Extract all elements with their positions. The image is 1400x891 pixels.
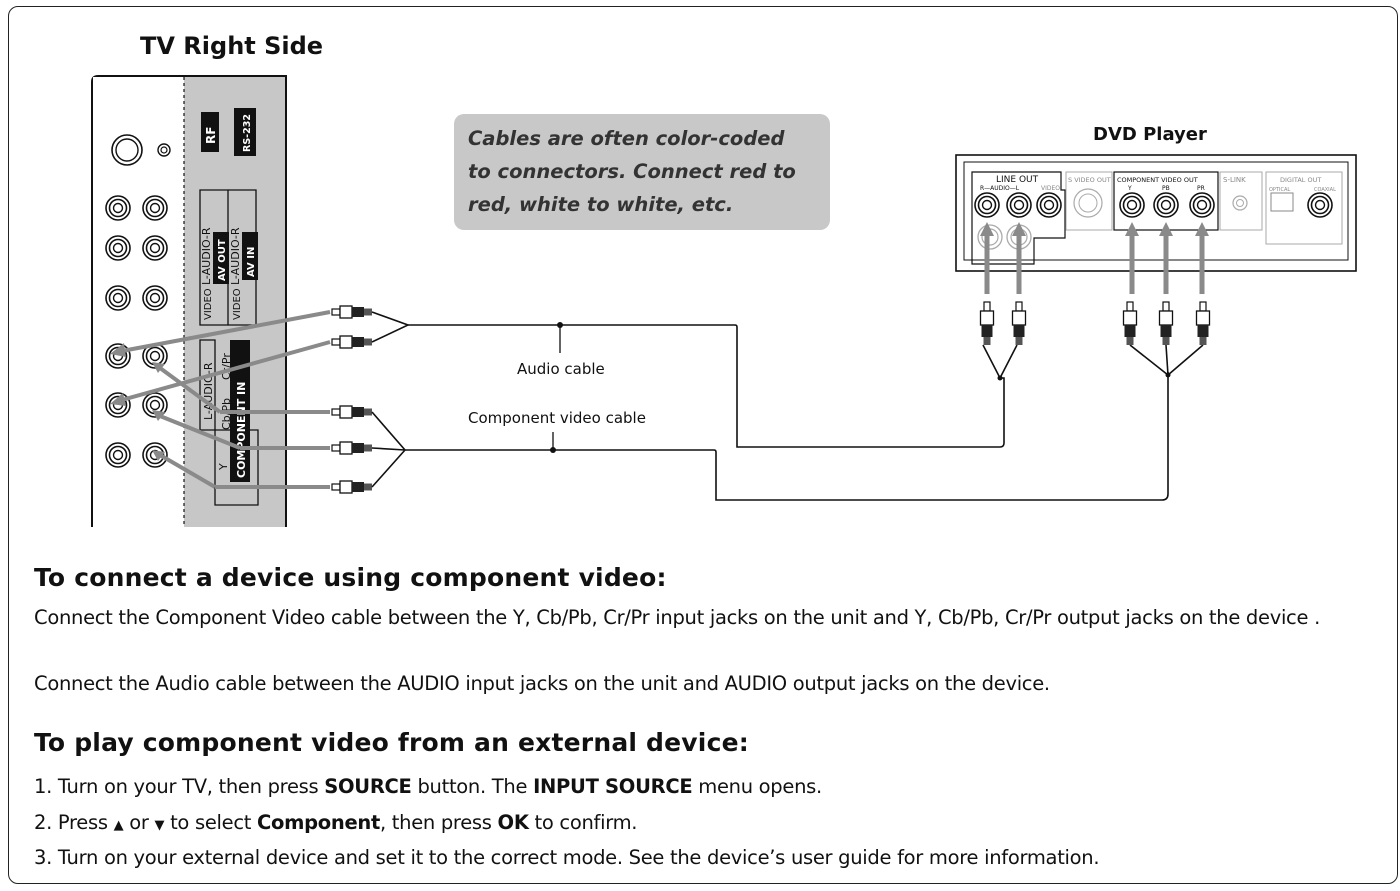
ok-keyword: OK xyxy=(497,811,529,834)
s-link-label: S-LINK xyxy=(1223,176,1246,184)
step-1: 1. Turn on your TV, then press SOURCE bu… xyxy=(34,775,822,798)
plug-icon xyxy=(331,441,373,455)
plug-icon xyxy=(331,480,373,494)
av-out-label: AV OUT xyxy=(217,239,228,281)
dvd-title: DVD Player xyxy=(1093,124,1207,145)
page-frame xyxy=(8,6,1398,884)
audio-cable-label: Audio cable xyxy=(517,360,605,378)
s-video-out-label: S VIDEO OUT xyxy=(1068,176,1111,184)
step-2-text-d: , then press xyxy=(380,811,498,834)
video-out-label: VIDEO xyxy=(203,288,214,320)
note-text: Cables are often color-coded to connecto… xyxy=(468,127,803,216)
input-source-keyword: INPUT SOURCE xyxy=(533,775,693,798)
s-video-jack-icon xyxy=(1073,188,1103,218)
component-audio-label: L-AUDIO-R xyxy=(202,362,215,420)
optical-port-icon xyxy=(1270,192,1294,212)
step-1-text-c: button. The xyxy=(411,775,534,798)
jack-icon xyxy=(1036,192,1062,218)
tv-audio-in-label: L-AUDIO-R xyxy=(229,227,242,285)
plug-icon xyxy=(331,335,373,349)
video-in-label: VIDEO xyxy=(232,288,243,320)
cables xyxy=(371,311,1204,501)
dvd-arrows xyxy=(984,232,1205,294)
dvd-pb-label: PB xyxy=(1162,185,1170,192)
dvd-audio-label: R—AUDIO—L xyxy=(980,185,1020,192)
step-1-text-e: menu opens. xyxy=(692,775,822,798)
jack-icon xyxy=(105,195,131,221)
jack-icon xyxy=(142,235,168,261)
s-link-jack-icon xyxy=(1232,195,1248,211)
jack-icon xyxy=(142,285,168,311)
coaxial-label: COAXIAL xyxy=(1314,187,1336,193)
rf-connector-icon xyxy=(111,134,171,166)
plug-icon xyxy=(1011,301,1027,346)
digital-out-label: DIGITAL OUT xyxy=(1280,176,1321,184)
connection-diagram: TV Right Side RF RS-232 xyxy=(91,32,1357,527)
plug-icon xyxy=(331,405,373,419)
line-out-label: LINE OUT xyxy=(996,175,1039,185)
jack-icon xyxy=(1119,192,1145,218)
component-keyword: Component xyxy=(257,811,380,834)
jack-icon xyxy=(105,343,131,369)
up-arrow-icon: ▲ xyxy=(113,818,124,833)
section-play-title: To play component video from an external… xyxy=(34,728,749,757)
step-2-text-f: to confirm. xyxy=(528,811,638,834)
section-connect-para-1: Connect the Component Video cable betwee… xyxy=(34,606,1320,629)
optical-label: OPTICAL xyxy=(1269,187,1290,193)
jack-icon xyxy=(974,192,1000,218)
jack-icon xyxy=(142,195,168,221)
jack-icon xyxy=(105,442,131,468)
jack-icon xyxy=(105,285,131,311)
jack-icon xyxy=(1307,192,1333,218)
jack-icon xyxy=(1153,192,1179,218)
note-box xyxy=(454,114,830,230)
rs232-label: RS-232 xyxy=(242,114,253,152)
step-3: 3. Turn on your external device and set … xyxy=(34,846,1100,869)
dvd-video-label: VIDEO xyxy=(1041,185,1060,192)
dvd-pr-label: PR xyxy=(1197,185,1205,192)
plug-icon xyxy=(1158,301,1174,346)
component-in-label: COMPONENT IN xyxy=(235,382,248,478)
av-in-label: AV IN xyxy=(246,247,257,277)
plug-icon xyxy=(331,305,373,319)
note-line-3: red, white to white, etc. xyxy=(468,193,733,216)
tv-panel: RF RS-232 L-AUDIO-R AV OUT L-AUDIO-R AV … xyxy=(91,75,287,527)
step-2-text-b: to select xyxy=(164,811,257,834)
jack-icon xyxy=(1006,192,1032,218)
down-arrow-icon: ▼ xyxy=(154,818,165,833)
plug-icon xyxy=(979,301,995,346)
tv-arrows xyxy=(121,310,331,489)
rf-label: RF xyxy=(204,127,218,144)
cr-pr-label: Cr/Pr xyxy=(220,353,233,380)
rf-label-box xyxy=(201,112,219,152)
component-cable-label: Component video cable xyxy=(468,409,646,427)
note-line-2: to connectors. Connect red to xyxy=(468,160,796,183)
step-1-text-a: 1. Turn on your TV, then press xyxy=(34,775,325,798)
tv-audio-out-label: L-AUDIO-R xyxy=(200,227,213,285)
plug-icon xyxy=(1122,301,1138,346)
note-line-1: Cables are often color-coded xyxy=(468,127,786,150)
rs232-label-box xyxy=(234,108,256,156)
step-2-or: or xyxy=(123,811,155,834)
dvd-panel: LINE OUT R—AUDIO—L VIDEO S VIDEO OUT COM… xyxy=(955,154,1357,272)
step-2: 2. Press ▲ or ▼ to select Component, the… xyxy=(34,811,637,834)
plug-icon xyxy=(1195,301,1211,346)
step-2-text-a: 2. Press xyxy=(34,811,114,834)
section-connect-title: To connect a device using component vide… xyxy=(34,563,667,592)
source-keyword: SOURCE xyxy=(324,775,412,798)
y-label: Y xyxy=(217,463,230,471)
tv-title: TV Right Side xyxy=(140,32,323,60)
section-connect-para-2: Connect the Audio cable between the AUDI… xyxy=(34,672,1050,695)
dvd-y-label: Y xyxy=(1127,185,1132,192)
component-video-out-label: COMPONENT VIDEO OUT xyxy=(1117,176,1198,184)
jack-icon xyxy=(105,235,131,261)
jack-icon xyxy=(1189,192,1215,218)
